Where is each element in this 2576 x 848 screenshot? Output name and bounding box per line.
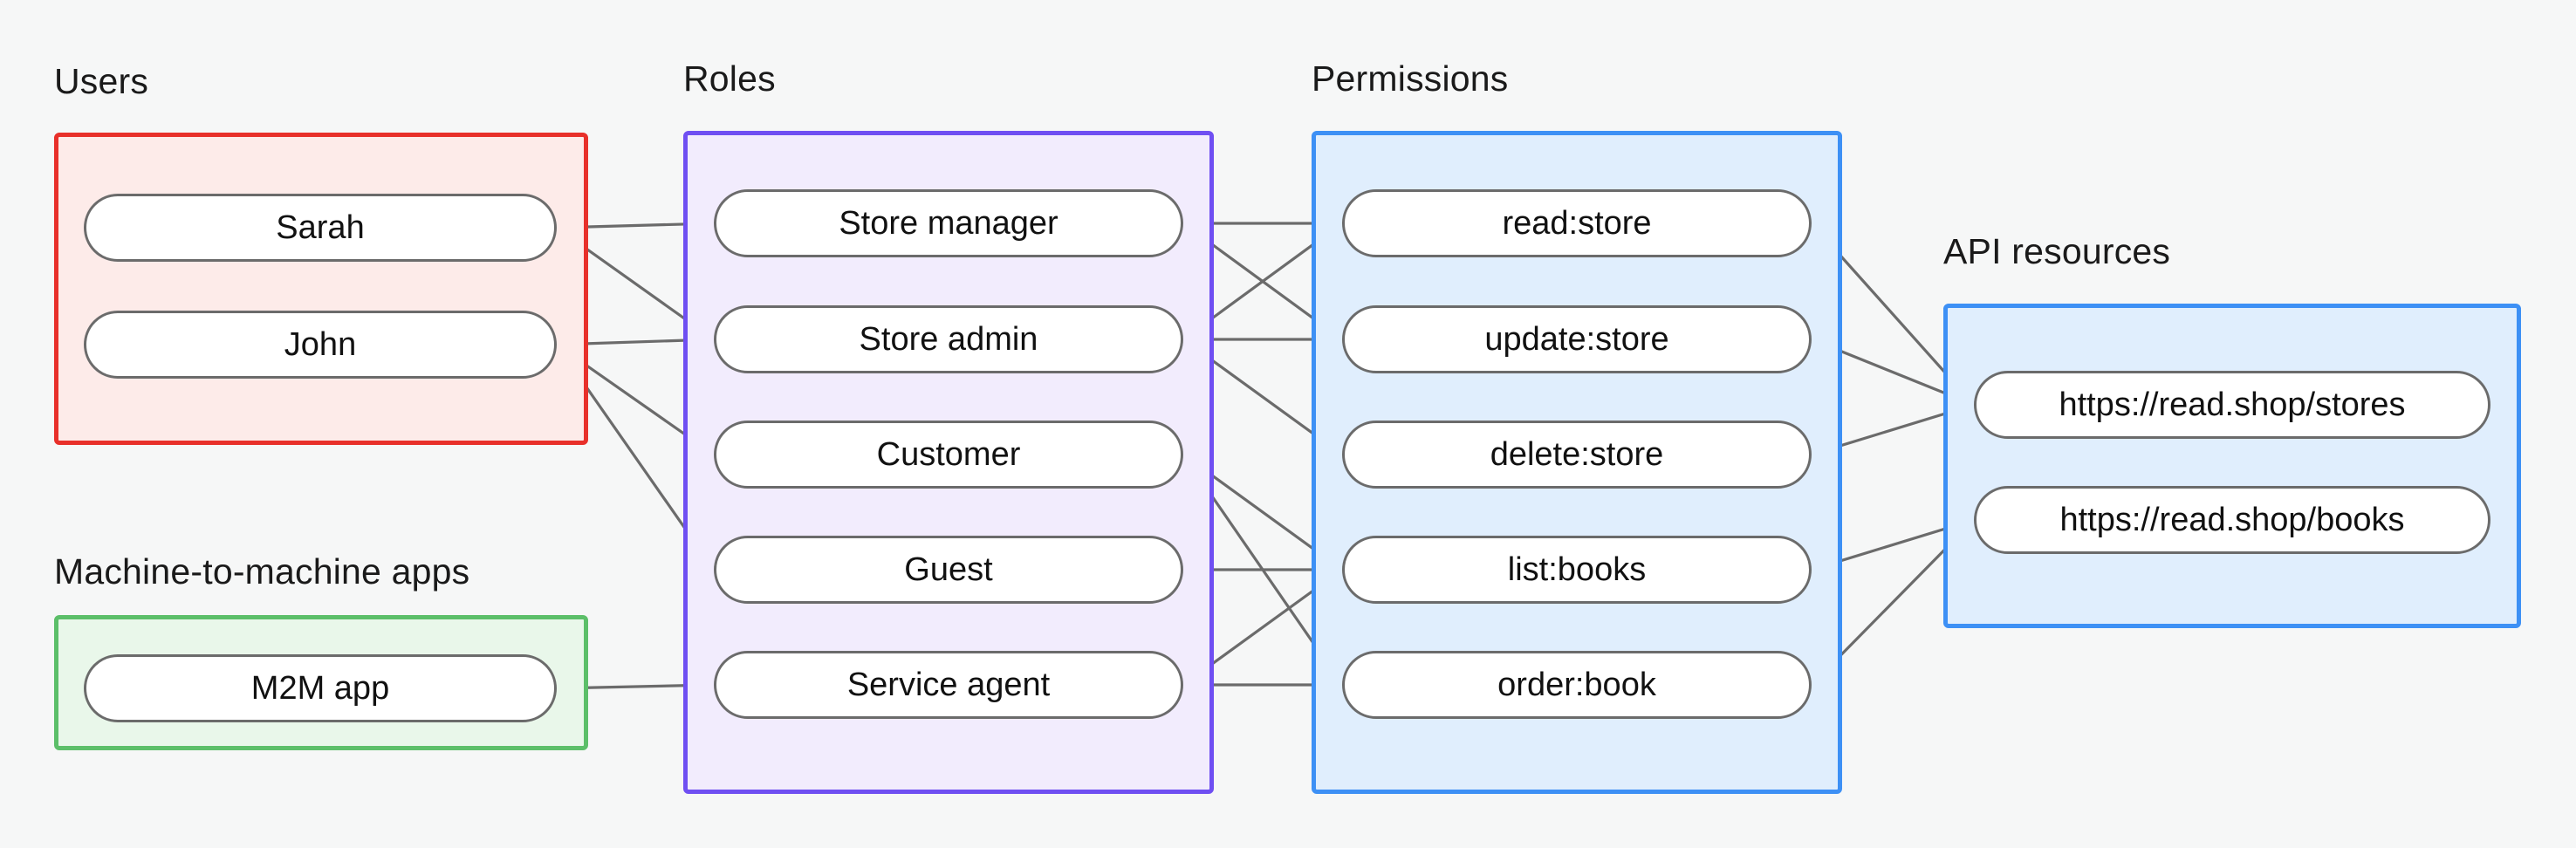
node-res_stores[interactable]: https://read.shop/stores (1974, 371, 2490, 439)
group-box-api_resources[interactable] (1943, 304, 2521, 628)
node-store_admin[interactable]: Store admin (714, 305, 1183, 373)
group-label-roles: Roles (683, 58, 776, 99)
group-label-permissions: Permissions (1312, 58, 1509, 99)
node-john[interactable]: John (84, 311, 557, 379)
node-res_books[interactable]: https://read.shop/books (1974, 486, 2490, 554)
node-service_agent[interactable]: Service agent (714, 651, 1183, 719)
node-delete_store[interactable]: delete:store (1342, 421, 1812, 489)
node-store_manager[interactable]: Store manager (714, 189, 1183, 257)
node-read_store[interactable]: read:store (1342, 189, 1812, 257)
group-box-users[interactable] (54, 133, 588, 445)
node-list_books[interactable]: list:books (1342, 536, 1812, 604)
node-order_book[interactable]: order:book (1342, 651, 1812, 719)
group-label-m2m: Machine-to-machine apps (54, 551, 470, 592)
node-guest[interactable]: Guest (714, 536, 1183, 604)
node-m2m_app[interactable]: M2M app (84, 654, 557, 722)
node-sarah[interactable]: Sarah (84, 194, 557, 262)
node-update_store[interactable]: update:store (1342, 305, 1812, 373)
group-label-api_resources: API resources (1943, 231, 2171, 271)
group-label-users: Users (54, 61, 149, 101)
node-customer[interactable]: Customer (714, 421, 1183, 489)
